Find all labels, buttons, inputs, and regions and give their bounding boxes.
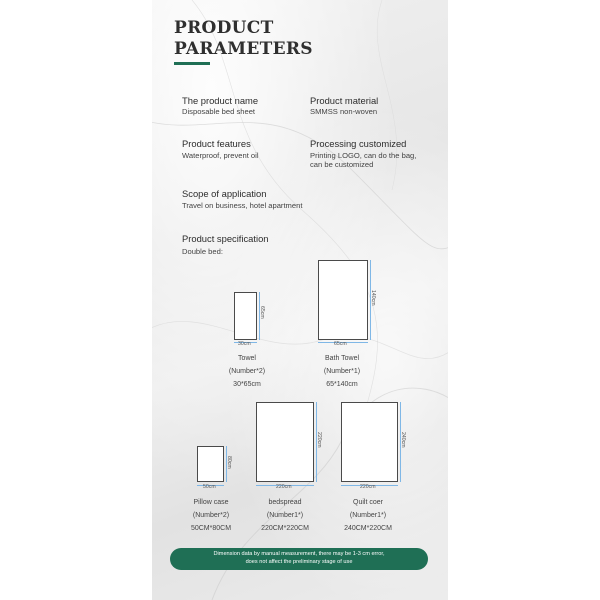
notice-line2: does not affect the preliminary stage of…: [245, 558, 353, 565]
product-features-value: Waterproof, prevent oil: [182, 151, 259, 160]
towel-height-label: 65cm: [259, 306, 265, 319]
spec-value: Double bed:: [182, 247, 223, 256]
towel-shape: [234, 292, 257, 340]
towel-name: Towel: [238, 355, 256, 362]
pillow-case-size: 50CM*80CM: [190, 525, 232, 532]
marble-texture: [152, 0, 448, 600]
title-underline: [174, 62, 210, 65]
product-material-label: Product material: [310, 95, 379, 106]
bath-towel-height-line: [370, 260, 371, 340]
bedspread-shape: [256, 402, 314, 482]
pillow-case-name: Pillow case: [193, 499, 229, 506]
towel-height-line: [259, 292, 260, 340]
product-parameters-panel: PRODUCT PARAMETERS The product name Disp…: [152, 0, 448, 600]
towel-caption: Towel (Number*2) 30*65cm: [212, 352, 282, 391]
bedspread-height-line: [316, 402, 317, 482]
quilt-cover-count: (Number1*): [349, 512, 387, 519]
product-name-value: Disposable bed sheet: [182, 107, 256, 116]
pillow-case-width-label: 50cm: [203, 484, 216, 490]
bath-towel-name: Bath Towel: [324, 355, 360, 362]
pillow-case-caption: Pillow case (Number*2) 50CM*80CM: [176, 496, 246, 535]
towel-width-line: [234, 342, 257, 343]
bedspread-caption: bedspread (Number1*) 220CM*220CM: [250, 496, 320, 535]
processing-label: Processing customized: [310, 138, 407, 149]
quilt-cover-height-line: [400, 402, 401, 482]
pillow-case-shape: [197, 446, 224, 482]
pillow-case-count: (Number*2): [192, 512, 230, 519]
bath-towel-shape: [318, 260, 368, 340]
bath-towel-size: 65*140cm: [326, 381, 358, 388]
bedspread-count: (Number1*): [266, 512, 304, 519]
product-material-value: SMMSS non-woven: [310, 107, 378, 116]
quilt-cover-width-line: [341, 485, 398, 486]
quilt-cover-size: 240CM*220CM: [344, 525, 392, 532]
processing-value-line1: Printing LOGO, can do the bag,: [310, 151, 417, 160]
bath-towel-caption: Bath Towel (Number*1) 65*140cm: [307, 352, 377, 391]
page-title: PRODUCT PARAMETERS: [174, 18, 313, 59]
towel-width-label: 30cm: [238, 341, 251, 347]
bath-towel-width-label: 65cm: [334, 341, 347, 347]
spec-label: Product specification: [182, 233, 269, 244]
bedspread-width-line: [256, 485, 314, 486]
bath-towel-count: (Number*1): [323, 368, 361, 375]
pillow-case-height-line: [226, 446, 227, 482]
quilt-cover-height-label: 240cm: [400, 432, 406, 448]
scope-label: Scope of application: [182, 188, 267, 199]
pillow-case-width-line: [197, 485, 224, 486]
bedspread-name: bedspread: [268, 499, 302, 506]
bedspread-width-label: 220cm: [276, 484, 292, 490]
bedspread-height-label: 220cm: [316, 432, 322, 448]
towel-size: 30*65cm: [233, 381, 261, 388]
pillow-case-height-label: 80cm: [226, 456, 232, 469]
product-features-label: Product features: [182, 138, 251, 149]
quilt-cover-caption: Quilt coer (Number1*) 240CM*220CM: [333, 496, 403, 535]
bath-towel-width-line: [318, 342, 368, 343]
processing-value-line2: can be customized: [310, 160, 374, 169]
towel-count: (Number*2): [228, 368, 266, 375]
measurement-notice-banner: Dimension data by manual measurement, th…: [170, 548, 428, 570]
scope-value: Travel on business, hotel apartment: [182, 201, 303, 210]
quilt-cover-width-label: 220cm: [360, 484, 376, 490]
product-name-label: The product name: [182, 95, 259, 106]
bedspread-size: 220CM*220CM: [261, 525, 309, 532]
quilt-cover-name: Quilt coer: [353, 499, 383, 506]
quilt-cover-shape: [341, 402, 398, 482]
bath-towel-height-label: 140cm: [370, 290, 376, 306]
notice-line1: Dimension data by manual measurement, th…: [213, 551, 385, 557]
